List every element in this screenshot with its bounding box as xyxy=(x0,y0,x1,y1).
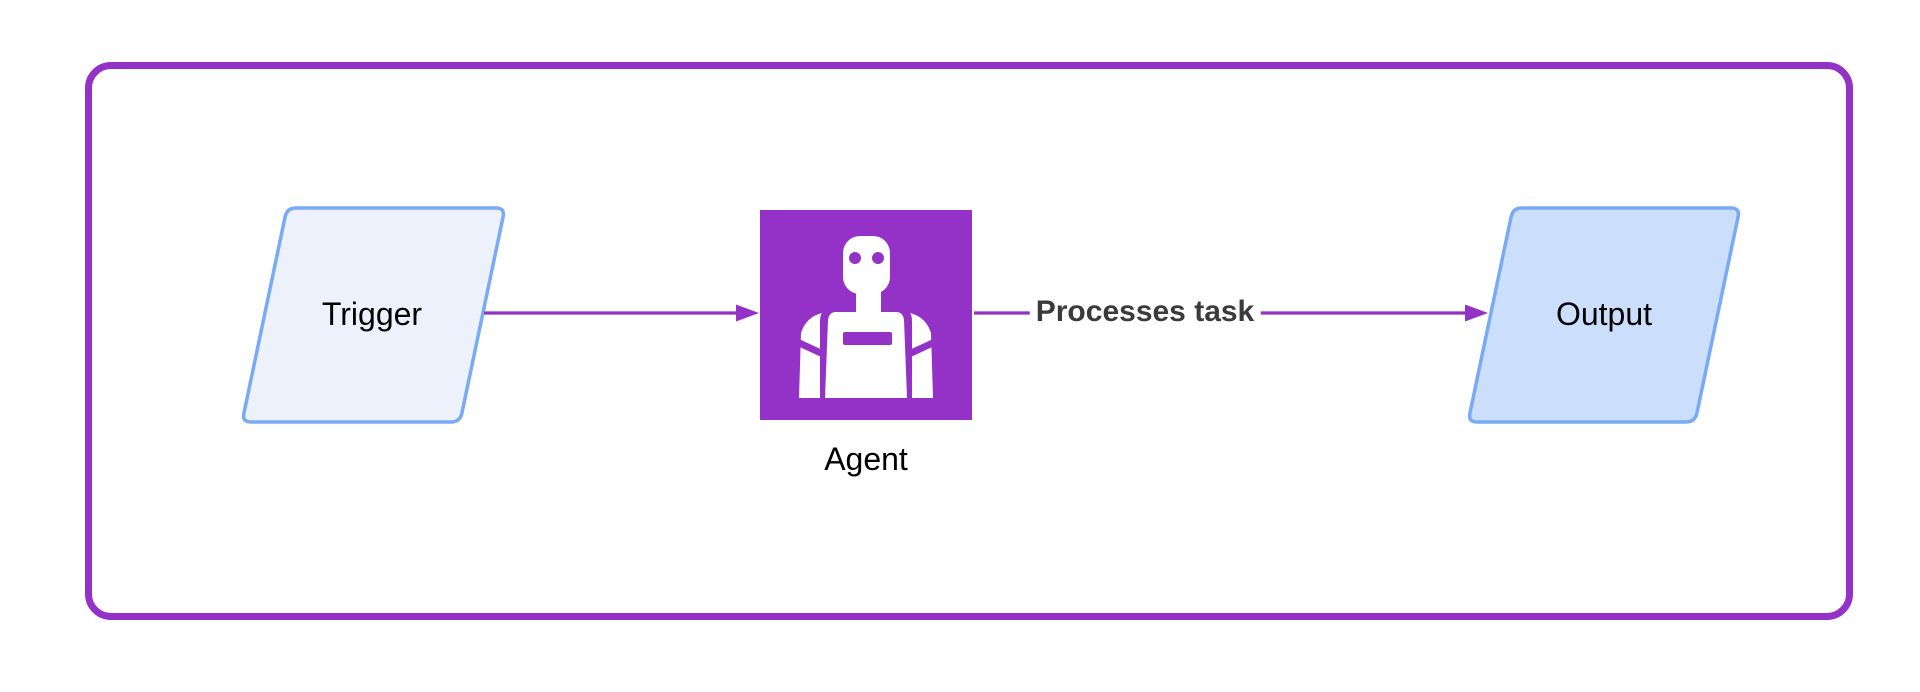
trigger-label: Trigger xyxy=(321,296,423,332)
flow-boundary-frame xyxy=(85,62,1853,620)
edge-trigger-to-agent xyxy=(484,304,759,322)
arrowhead-icon xyxy=(1465,304,1488,322)
output-label: Output xyxy=(1555,296,1653,332)
trigger-node-shape xyxy=(241,206,506,424)
arrowhead-icon xyxy=(736,304,759,322)
agent-label: Agent xyxy=(824,441,908,477)
robot-icon xyxy=(793,236,939,398)
edge-label-processes-task: Processes task xyxy=(1029,295,1261,329)
agent-node-shape xyxy=(760,210,972,420)
output-node-shape xyxy=(1467,206,1741,424)
